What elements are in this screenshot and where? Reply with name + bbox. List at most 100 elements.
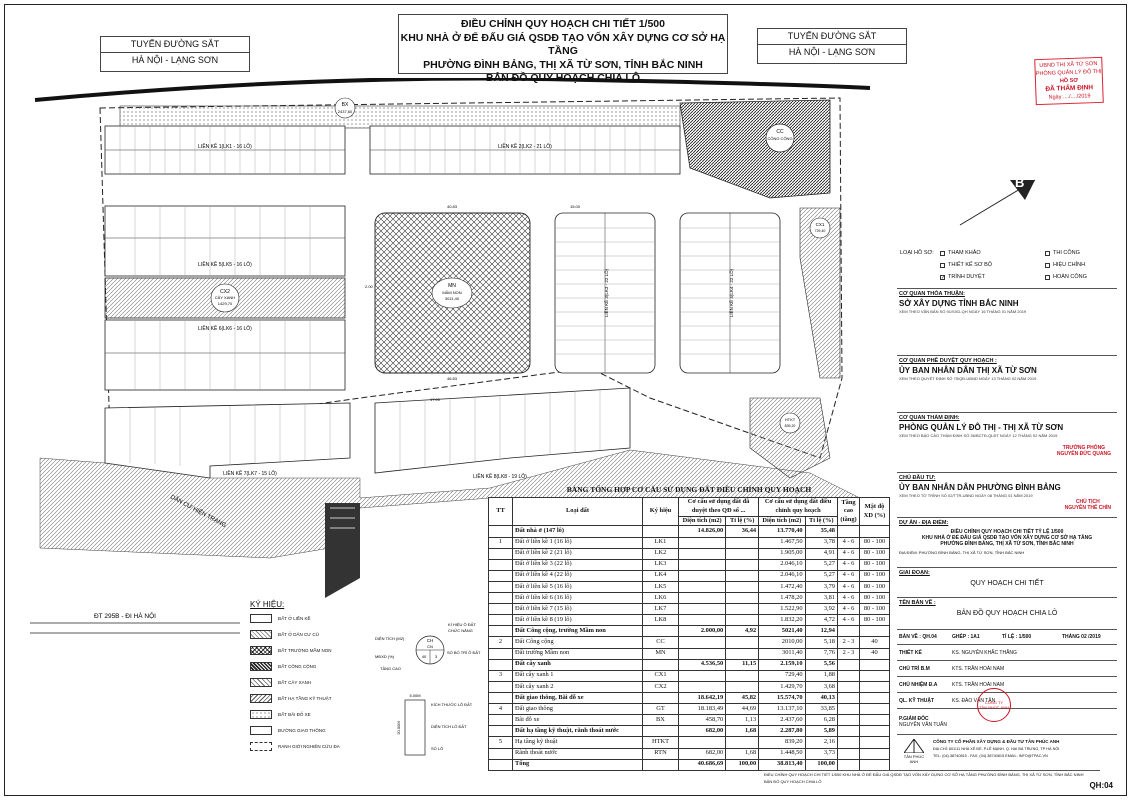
title-line-3: PHƯỜNG ĐÌNH BẢNG, THỊ XÃ TỪ SƠN, TỈNH BẮ…	[423, 58, 703, 71]
table-cell	[725, 636, 760, 649]
dim-17: 17.00	[430, 397, 441, 402]
check-trinh-duyet[interactable]: ✓TRÌNH DUYỆT	[940, 274, 985, 280]
check-label: HIỆU CHỈNH	[1053, 262, 1086, 268]
table-cell	[488, 525, 513, 538]
legend-label: ĐẤT BÃI ĐỖ XE	[278, 712, 311, 717]
tham-dinh-caption: CƠ QUAN THẨM ĐỊNH:	[899, 415, 960, 421]
table-cell: 80 - 100	[859, 558, 890, 571]
table-cell: 3,73	[804, 747, 839, 760]
check-hieu-chinh[interactable]: HIỆU CHỈNH	[1045, 262, 1085, 268]
giam-doc-name: NGUYỄN VĂN TUẤN	[899, 721, 947, 728]
legend-swatch	[250, 710, 272, 719]
rail-left-line1: TUYẾN ĐƯỜNG SẮT	[101, 37, 249, 53]
staff-name: KS. NGUYỄN KHẮC THẮNG	[952, 649, 1017, 656]
table-cell: Đất ở liền kề 7 (15 lô)	[512, 603, 643, 616]
legend-item: ĐẤT Ở DÂN CƯ CŨ	[250, 630, 319, 639]
table-cell: 33,85	[804, 703, 839, 716]
table-cell	[725, 736, 760, 749]
table-cell: LK5	[642, 580, 679, 594]
du-an-line3: PHƯỜNG ĐÌNH BẢNG, THỊ XÃ TỪ SƠN, TỈNH BẮ…	[940, 541, 1074, 547]
company-logo-text: TÂN PHÚC ANH	[903, 754, 925, 764]
table-cell	[642, 758, 679, 772]
table-cell: 18.183,49	[677, 703, 727, 716]
table-cell: 5,27	[804, 558, 839, 571]
lot-cn: CHỨC NĂNG	[448, 628, 473, 633]
rail-right-line1: TUYẾN ĐƯỜNG SẮT	[758, 29, 906, 45]
table-cell	[488, 680, 513, 694]
table-cell	[859, 680, 890, 694]
check-tham-khao[interactable]: THAM KHẢO	[940, 250, 981, 256]
check-thiet-ke-so-bo[interactable]: THIẾT KẾ SƠ BỘ	[940, 262, 992, 268]
table-cell: 1.472,40	[758, 580, 806, 594]
checkbox-icon	[940, 262, 945, 268]
legend-item: ĐẤT HẠ TẦNG KỸ THUẬT	[250, 694, 332, 703]
phe-duyet-caption: CƠ QUAN PHÊ DUYỆT QUY HOẠCH :	[899, 358, 997, 364]
legend-label: ĐẤT CÂY XANH	[278, 680, 312, 685]
table-cell: 5021,40	[758, 625, 806, 638]
legend-swatch	[250, 646, 272, 655]
thoa-thuan-sub: XEM THEO VĂN BẢN SỐ 91/SXD-QH NGÀY 16 TH…	[899, 309, 1027, 314]
table-cell: 4,72	[804, 614, 839, 627]
staff-role: THIẾT KẾ	[899, 649, 922, 656]
th-old: Cơ cấu sử dụng đất đã duyệt theo QĐ số .…	[677, 497, 760, 517]
table-cell	[859, 747, 890, 760]
table-cell: 14.826,00	[677, 525, 727, 538]
lot-symbol-diagram: CH CN 40 3 KÍ HIỆU Ô ĐẤT CHỨC NĂNG DIỆN …	[375, 622, 481, 671]
approval-stamp: UBND THỊ XÃ TỪ SƠN PHÒNG QUẢN LÝ ĐÔ THỊ …	[1034, 56, 1104, 106]
check-hoan-cong[interactable]: HOÀN CÔNG	[1045, 274, 1087, 280]
du-an-line2: KHU NHÀ Ở ĐỂ ĐẤU GIÁ QSDĐ TẠO VỐN XÂY DỰ…	[921, 535, 1093, 541]
legend-item: RANH GIỚI NGHIÊN CỨU ĐA	[250, 742, 340, 751]
table-cell: 35,48	[804, 525, 839, 538]
table-cell	[837, 625, 860, 638]
table-cell: HTKT	[642, 736, 679, 749]
phe-duyet-sub: XEM THEO QUYẾT ĐỊNH SỐ 75/QĐ-UBND NGÀY 1…	[899, 376, 1037, 381]
table-cell: 2 - 3	[837, 647, 860, 660]
legend-swatch	[250, 742, 272, 751]
lk3-label: LIỀN KỀ 3(LK3 - 22 LÔ)	[603, 268, 609, 317]
table-cell: 5,89	[804, 725, 839, 738]
legend-label: ĐƯỜNG GIAO THÔNG	[278, 728, 326, 733]
table-cell: 5,56	[804, 658, 839, 671]
lot-st: SỐ LÔ	[431, 746, 443, 751]
table-cell: 1.467,50	[758, 536, 806, 549]
staff-name: KTS. TRẦN HOÀI NAM	[952, 681, 1005, 688]
table-cell: 80 - 100	[859, 592, 890, 605]
legend-swatch	[250, 630, 272, 639]
table-cell: 839,20	[758, 736, 806, 749]
table-cell	[859, 525, 890, 538]
table-cell: 44,69	[725, 703, 760, 716]
du-an-caption: DỰ ÁN - ĐỊA ĐIỂM:	[899, 520, 949, 526]
th-tt: TT	[488, 496, 513, 527]
thoa-thuan-value: SỞ XÂY DỰNG TỈNH BẮC NINH	[899, 299, 1019, 308]
legend-item: ĐẤT Ở LIỀN KỀ	[250, 614, 311, 623]
checkbox-icon	[1045, 250, 1050, 256]
du-an-line1: ĐIỀU CHỈNH QUY HOẠCH CHI TIẾT TỶ LỆ 1/50…	[950, 529, 1064, 535]
table-cell: 4 - 6	[837, 603, 860, 616]
dim-15: 15.00	[570, 204, 581, 209]
table-cell: CX2	[642, 680, 679, 694]
table-cell: 80 - 100	[859, 569, 890, 582]
table-cell: 4.536,50	[677, 658, 727, 671]
table-cell: 3,68	[804, 680, 839, 694]
table-cell: Bãi đỗ xe	[512, 714, 643, 727]
table-cell: 15.574,70	[758, 692, 806, 705]
table-cell: 80 - 100	[859, 547, 890, 560]
sign1-name: NGUYỄN ĐỨC QUANG	[1056, 451, 1111, 457]
table-cell	[859, 758, 890, 772]
check-thi-cong[interactable]: THI CÔNG	[1045, 250, 1080, 256]
table-cell	[488, 747, 513, 760]
section-tham-dinh: CƠ QUAN THẨM ĐỊNH: PHÒNG QUẢN LÝ ĐÔ THỊ …	[897, 412, 1117, 472]
table-cell	[677, 580, 727, 594]
mn-area: 3011,40	[445, 296, 460, 301]
title-line-4: BẢN ĐỒ QUY HOẠCH CHIA LÔ	[485, 72, 640, 84]
table-cell	[677, 614, 727, 627]
company-block: TÂN PHÚC ANH CÔNG TY CỔ PHẦN XÂY DỰNG & …	[897, 734, 1117, 766]
legend-swatch	[250, 678, 272, 687]
legend-item: ĐẤT CÔNG CỘNG	[250, 662, 316, 671]
